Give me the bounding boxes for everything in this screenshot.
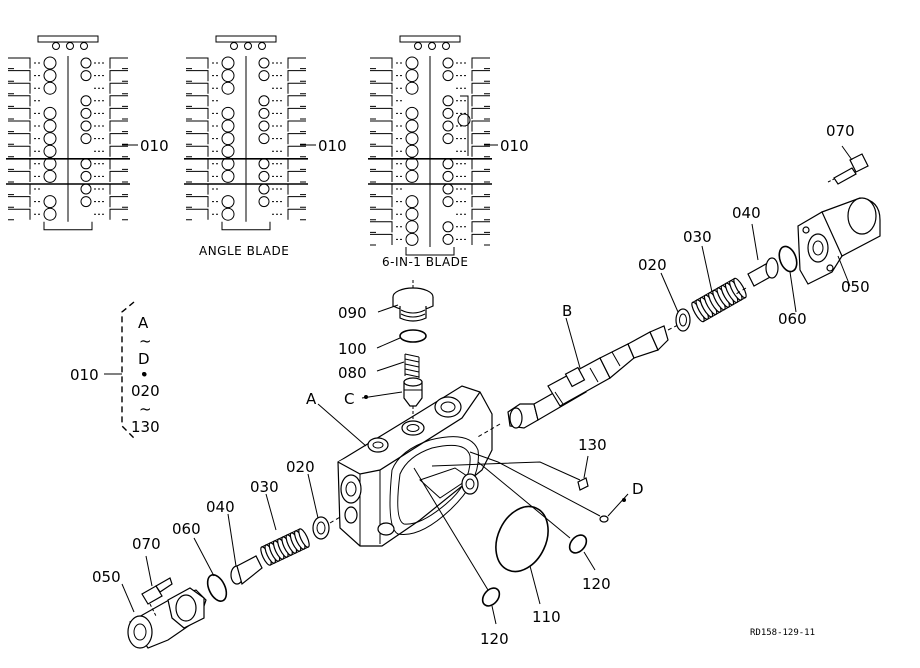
spring-seat-020-top bbox=[675, 308, 691, 332]
label-030-bottom: 030 bbox=[250, 478, 279, 496]
stopper-040-top bbox=[747, 257, 779, 287]
label-ref-d: D bbox=[632, 480, 644, 498]
caption-six-in-one-blade: 6-IN-1 BLADE bbox=[382, 255, 468, 269]
label-080: 080 bbox=[338, 364, 367, 382]
label-100: 100 bbox=[338, 340, 367, 358]
valve-label-middle: 010 bbox=[318, 137, 347, 155]
leader-lines bbox=[121, 145, 853, 625]
label-040-bottom: 040 bbox=[206, 498, 235, 516]
assembly-line-d: D bbox=[138, 350, 150, 368]
spool-b bbox=[507, 325, 669, 429]
valve-variants bbox=[6, 35, 498, 256]
valve-schematic bbox=[6, 35, 130, 231]
set-screw-130 bbox=[577, 477, 589, 491]
o-ring-060-bottom bbox=[206, 574, 228, 602]
label-040-top: 040 bbox=[732, 204, 761, 222]
label-ref-a: A bbox=[306, 390, 317, 408]
label-030-top: 030 bbox=[683, 228, 712, 246]
label-070-bottom: 070 bbox=[132, 535, 161, 553]
check-poppet-c bbox=[403, 377, 423, 407]
valve-label-left: 010 bbox=[140, 137, 169, 155]
label-050-top: 050 bbox=[841, 278, 870, 296]
assembly-dot bbox=[142, 372, 146, 376]
label-120-right: 120 bbox=[582, 575, 611, 593]
stopper-040-bottom bbox=[230, 555, 263, 586]
label-060-top: 060 bbox=[778, 310, 807, 328]
valve-schematic bbox=[368, 35, 492, 256]
assembly-label: 010 bbox=[70, 366, 99, 384]
label-070-top: 070 bbox=[826, 122, 855, 140]
label-050-bottom: 050 bbox=[92, 568, 121, 586]
label-110: 110 bbox=[532, 608, 561, 626]
leader-dot-c bbox=[364, 395, 368, 399]
cap-plug-090 bbox=[392, 287, 434, 322]
label-130: 130 bbox=[578, 436, 607, 454]
bolt-070-top bbox=[827, 153, 869, 185]
label-020-bottom: 020 bbox=[286, 458, 315, 476]
label-ref-c: C bbox=[344, 390, 354, 408]
o-ring-120-bottom bbox=[481, 587, 501, 607]
drawing-code: RD158-129-11 bbox=[750, 628, 815, 638]
leader-dot-d bbox=[622, 498, 626, 502]
assembly-line-a: A bbox=[138, 314, 149, 332]
o-ring-060-top bbox=[778, 245, 798, 273]
caption-angle-blade: ANGLE BLADE bbox=[199, 244, 289, 258]
valve-schematic bbox=[184, 35, 308, 231]
ball-d bbox=[599, 515, 609, 523]
bolt-070-bottom bbox=[141, 577, 173, 617]
label-ref-b: B bbox=[562, 302, 572, 320]
o-ring-120-right bbox=[568, 534, 588, 554]
label-120-bottom: 120 bbox=[480, 630, 509, 648]
cover-050-bottom bbox=[127, 587, 207, 649]
assembly-line-tilde-1: ~ bbox=[139, 332, 152, 350]
label-020-top: 020 bbox=[638, 256, 667, 274]
assembly-line-020: 020 bbox=[131, 382, 160, 400]
label-090: 090 bbox=[338, 304, 367, 322]
assembly-bracket bbox=[104, 301, 135, 439]
label-060-bottom: 060 bbox=[172, 520, 201, 538]
assembly-line-tilde-2: ~ bbox=[139, 400, 152, 418]
spring-seat-020-bottom bbox=[312, 516, 330, 540]
spring-080 bbox=[404, 353, 420, 378]
o-ring-110 bbox=[495, 505, 549, 573]
spring-030-top bbox=[691, 277, 747, 323]
valve-section-body bbox=[337, 385, 493, 547]
valve-label-right: 010 bbox=[500, 137, 529, 155]
cover-050-top bbox=[797, 197, 881, 285]
spring-030-bottom bbox=[260, 528, 310, 566]
o-ring-100 bbox=[399, 329, 427, 343]
assembly-line-130: 130 bbox=[131, 418, 160, 436]
